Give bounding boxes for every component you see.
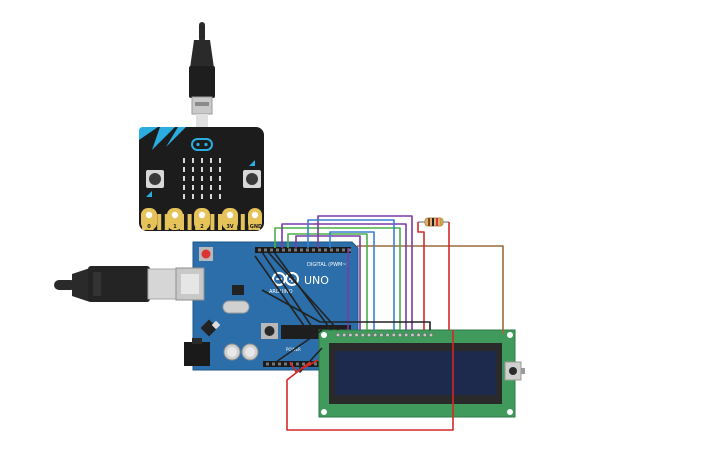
wire[interactable] [329,231,375,330]
microbit-accent-stripe-2 [166,127,186,147]
microbit-usb-cable[interactable] [189,22,215,127]
edge-pad-small [218,214,222,230]
led [201,167,203,172]
wire[interactable] [261,289,431,330]
led [201,176,203,181]
led [219,176,221,181]
edge-pin-hole [251,211,259,219]
lcd-16x2-module[interactable] [318,329,525,418]
edge-pin-label: 2 [200,224,204,230]
lcd-pin-header [335,332,434,338]
resistor[interactable] [418,217,449,227]
led [192,158,194,163]
led [192,194,194,199]
digital-header-label: DIGITAL (PWM~) [307,262,349,268]
edge-pin-pad[interactable] [248,208,262,230]
led-matrix [183,158,221,199]
led [192,167,194,172]
led [210,185,212,190]
edge-pin-pad[interactable] [222,208,238,230]
led [210,167,212,172]
wire[interactable] [295,235,361,330]
wire[interactable] [307,219,395,330]
led [183,176,185,181]
edge-pin-hole [198,211,206,219]
wire[interactable] [299,347,323,373]
wire[interactable] [289,359,319,373]
lcd-side-button[interactable] [504,361,525,381]
button-a-indicator-icon [146,191,152,197]
led [219,194,221,199]
led [210,158,212,163]
wire[interactable] [273,251,332,331]
led [219,185,221,190]
button-a[interactable] [146,170,164,188]
edge-pin-pad[interactable] [141,208,157,230]
power-analog-header [263,361,349,367]
led [210,194,212,199]
led [192,185,194,190]
arduino-usb-cable[interactable] [54,266,177,302]
edge-pin-hole [171,211,179,219]
edge-connector: 0 1 2 3V GND [141,208,262,230]
wires [254,215,504,431]
edge-pin-pad[interactable] [194,208,210,230]
edge-pin-label: GND [250,224,262,230]
led [219,158,221,163]
edge-pad-small [187,214,192,230]
led [192,176,194,181]
wire[interactable] [287,233,368,330]
wire[interactable] [274,227,401,330]
led [183,185,185,190]
button-b[interactable] [243,170,261,188]
wire[interactable] [317,215,413,330]
led [201,185,203,190]
led [183,194,185,199]
microbit-accent-left [139,127,158,140]
edge-pin-hole [145,211,153,219]
edge-pad-small [240,214,245,230]
led [183,158,185,163]
edge-pad-small [164,214,169,230]
edge-pad-small [210,214,215,230]
led [183,167,185,172]
edge-pin-label: 0 [147,224,151,230]
lcd-screen [335,351,496,395]
wire[interactable] [286,330,454,431]
edge-pin-hole [226,211,234,219]
edge-pin-label: 3V [226,224,233,230]
wire[interactable] [261,251,315,331]
edge-pin-pad[interactable] [167,208,183,230]
wire[interactable] [254,255,308,331]
power-jack [184,342,210,366]
edge-pad-small [157,214,162,230]
edge-pin-label: 1 [173,224,177,230]
button-b-indicator-icon [249,160,255,166]
led [201,158,203,163]
crystal-oscillator [222,300,250,314]
wire[interactable] [357,245,504,334]
led [210,176,212,181]
wire[interactable] [417,222,425,330]
wire[interactable] [275,329,323,363]
regulator-chip [232,285,244,295]
microbit-accent-stripe [152,127,175,150]
microbit-board[interactable]: 0 1 2 3V GND [139,127,264,231]
wire[interactable] [281,223,407,330]
microbit-logo-icon [191,138,213,151]
arduino-model-label: UNO [304,274,329,287]
led [201,194,203,199]
led [219,167,221,172]
